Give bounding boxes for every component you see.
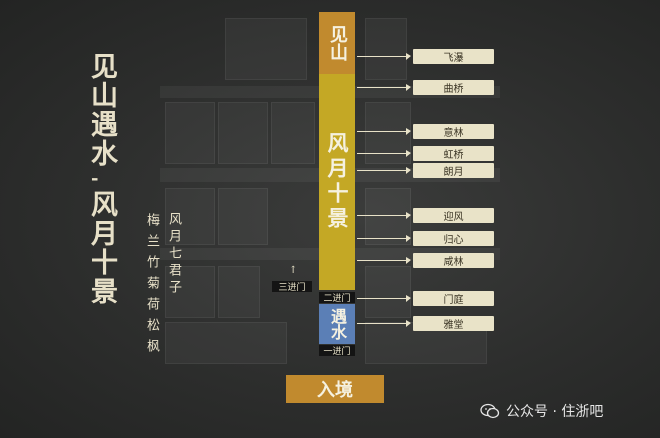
title-line2: 风月十景 — [86, 190, 117, 306]
label-quqiao: 曲桥 — [413, 80, 494, 95]
arrow-5 — [357, 167, 411, 174]
subtitle-col2: 梅兰竹菊荷松枫 — [144, 213, 159, 360]
title-dash: - — [91, 168, 101, 189]
title-line1: 见山遇水 — [86, 52, 117, 168]
watermark-text: 公众号 · 住浙吧 — [506, 404, 604, 420]
arrow-2 — [357, 84, 411, 91]
subtitle-col1: 风月七君子 — [166, 212, 181, 297]
gate-1: 一进门 — [319, 345, 355, 357]
bar-yushui: 遇水 — [319, 304, 355, 344]
arrow-7 — [357, 235, 411, 242]
bar-rujing: 入境 — [286, 375, 384, 403]
wechat-icon — [480, 403, 500, 419]
arrow-3 — [357, 128, 411, 135]
label-langyue: 朗月 — [413, 163, 494, 178]
arrow-4 — [357, 150, 411, 157]
gate-2: 二进门 — [319, 292, 355, 304]
arrow-8 — [357, 257, 411, 264]
label-yilin: 意林 — [413, 124, 494, 139]
arrow-6 — [357, 212, 411, 219]
label-xianlin: 咸林 — [413, 253, 494, 268]
watermark: 公众号 · 住浙吧 — [480, 401, 603, 421]
arrow-9 — [357, 295, 411, 302]
arrow-1 — [357, 53, 411, 60]
label-menting: 门庭 — [413, 291, 494, 306]
gate-3: 三进门 — [272, 281, 312, 293]
label-yingfeng: 迎风 — [413, 208, 494, 223]
bar-fengyue: 风月十景 — [319, 74, 355, 290]
label-hongqiao: 虹桥 — [413, 146, 494, 161]
label-guixin: 归心 — [413, 231, 494, 246]
label-feipu: 飞瀑 — [413, 49, 494, 64]
gate-3-arrow-icon: ↑ — [289, 265, 298, 276]
arrow-10 — [357, 320, 411, 327]
label-yatang: 雅堂 — [413, 316, 494, 331]
bar-jianshan: 见山 — [319, 12, 355, 74]
